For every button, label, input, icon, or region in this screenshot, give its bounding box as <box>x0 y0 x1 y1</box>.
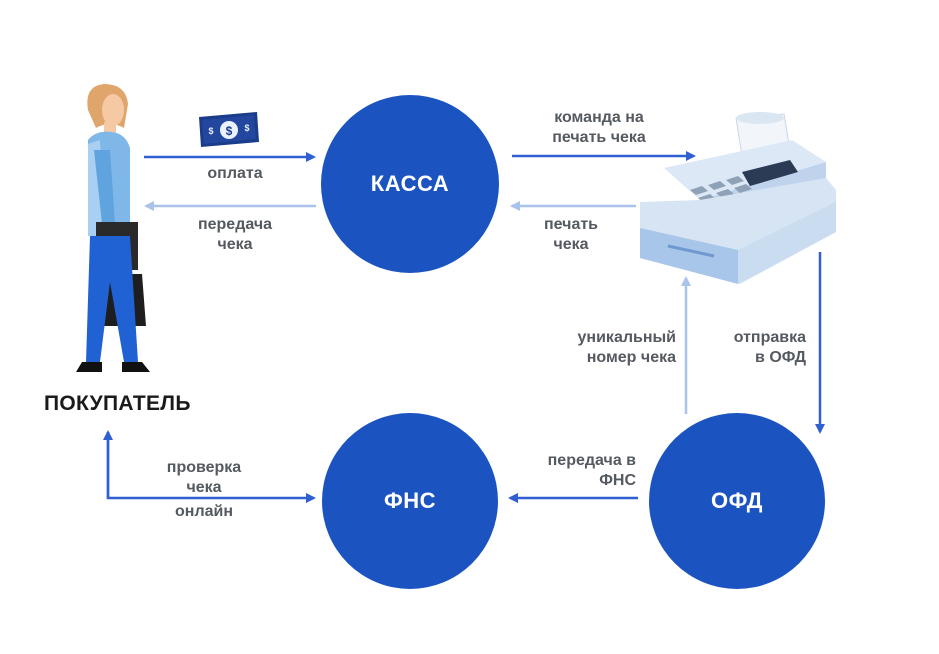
unique-number-line-1: уникальный <box>540 328 676 348</box>
transfer-fns-label: передача в ФНС <box>500 451 636 491</box>
send-ofd-line-2: в ОФД <box>698 348 806 368</box>
payment-label: оплата <box>190 164 280 184</box>
svg-text:$: $ <box>244 123 249 133</box>
send-ofd-line-1: отправка <box>698 328 806 348</box>
receipt-transfer-line-2: чека <box>176 235 294 255</box>
check-online-label: проверка чека онлайн <box>142 458 266 522</box>
check-online-line-2: чека <box>142 478 266 498</box>
transfer-fns-line-1: передача в <box>500 451 636 471</box>
svg-text:$: $ <box>226 124 233 138</box>
person-with-bag-icon <box>76 84 150 372</box>
receipt-transfer-line-1: передача <box>176 215 294 235</box>
receipt-transfer-label: передача чека <box>176 215 294 255</box>
dollar-bill-icon: $ $ $ <box>199 112 259 147</box>
svg-text:$: $ <box>208 126 213 136</box>
check-online-line-3: онлайн <box>142 502 266 522</box>
print-line-2: чека <box>526 235 616 255</box>
buyer-label: ПОКУПАТЕЛЬ <box>44 392 191 416</box>
ofd-node: ОФД <box>649 413 825 589</box>
check-online-line-1: проверка <box>142 458 266 478</box>
unique-number-line-2: номер чека <box>540 348 676 368</box>
print-command-line-2: печать чека <box>520 128 678 148</box>
fns-node: ФНС <box>322 413 498 589</box>
print-command-line-1: команда на <box>520 108 678 128</box>
print-command-label: команда на печать чека <box>520 108 678 148</box>
print-label: печать чека <box>526 215 616 255</box>
print-line-1: печать <box>526 215 616 235</box>
transfer-fns-line-2: ФНС <box>500 471 636 491</box>
kassa-node: КАССА <box>321 95 499 273</box>
send-ofd-label: отправка в ОФД <box>698 328 806 368</box>
unique-number-label: уникальный номер чека <box>540 328 676 368</box>
